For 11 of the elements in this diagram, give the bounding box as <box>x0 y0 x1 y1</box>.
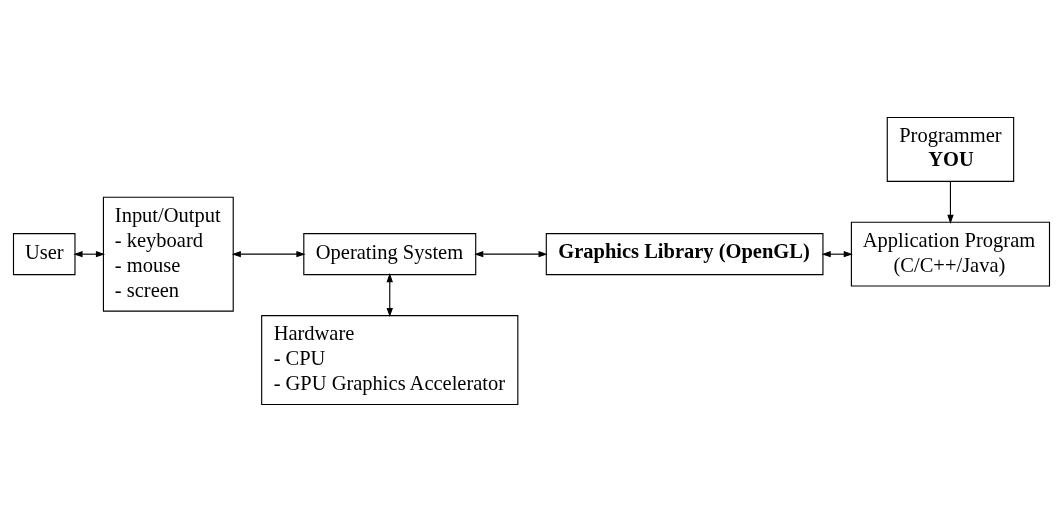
node-box: Operating System <box>303 233 477 276</box>
arrow <box>947 181 954 224</box>
node-box: Hardware - CPU - GPU Graphics Accelerator <box>261 315 519 405</box>
arrow <box>474 250 548 258</box>
node-box: Input/Output - keyboard - mouse - screen <box>102 196 234 312</box>
node-box: Graphics Library (OpenGL) <box>545 233 824 276</box>
node-box: User <box>12 233 76 276</box>
arrow <box>386 273 393 318</box>
arrow <box>231 250 306 258</box>
node-box: Programmer YOU <box>886 117 1015 182</box>
node-box: Application Program (C/C++/Java) <box>850 221 1051 287</box>
